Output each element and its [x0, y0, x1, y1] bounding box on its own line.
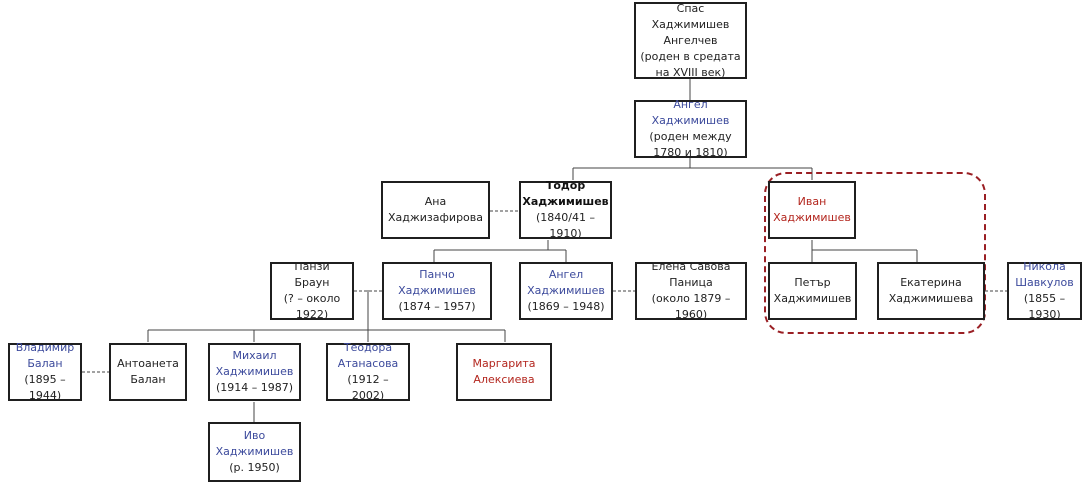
person-vladimir[interactable]: Владимир Балан (1895 – 1944) [8, 341, 82, 402]
person-name[interactable]: Панчо Хаджимишев [398, 268, 476, 297]
person-name[interactable]: Никола Шавкулов [1015, 260, 1074, 289]
person-dates: (р. 1950) [229, 461, 280, 474]
person-name[interactable]: Ангел Хаджимишев [651, 98, 730, 127]
person-dates: (1895 – 1944) [24, 373, 66, 402]
person-ivan[interactable]: Иван Хаджимишев [768, 181, 856, 239]
person-ekaterina[interactable]: Екатерина Хаджимишева [877, 262, 985, 320]
person-angel-2[interactable]: Ангел Хаджимишев (1869 – 1948) [519, 262, 613, 320]
person-dates: (1869 – 1948) [527, 300, 605, 313]
person-name[interactable]: Иван Хаджимишев [773, 195, 851, 224]
person-name: Елена Савова Паница [651, 260, 731, 289]
person-dates: (1874 – 1957) [398, 300, 476, 313]
person-ivo[interactable]: Иво Хаджимишев (р. 1950) [208, 422, 301, 482]
person-antoaneta[interactable]: Антоанета Балан [109, 343, 187, 401]
person-name[interactable]: Иво Хаджимишев [215, 429, 294, 458]
person-dates: (1855 – 1930) [1023, 292, 1066, 321]
person-ana[interactable]: Ана Хаджизафирова [381, 181, 490, 239]
person-teodora[interactable]: Теодора Атанасова (1912 – 2002) [326, 341, 410, 402]
person-name[interactable]: Теодора Атанасова [337, 341, 399, 370]
person-dates: (роден между 1780 и 1810) [649, 130, 732, 159]
person-pancho[interactable]: Панчо Хаджимишев (1874 – 1957) [382, 262, 492, 320]
person-angel-1[interactable]: Ангел Хаджимишев (роден между 1780 и 1810… [634, 98, 747, 159]
person-mihail[interactable]: Михаил Хаджимишев (1914 – 1987) [208, 343, 301, 401]
person-name: Тодор Хаджимишев [522, 179, 609, 208]
person-name: Ана Хаджизафирова [387, 195, 484, 224]
person-petar[interactable]: Петър Хаджимишев [768, 262, 857, 320]
person-dates: (1914 – 1987) [215, 381, 294, 394]
highlight-ivan-branch [764, 172, 986, 334]
person-dates: (1912 – 2002) [347, 373, 389, 402]
person-name: Антоанета Балан [117, 357, 179, 386]
person-name: Панзи Браун [294, 260, 330, 289]
person-dates: (? – около 1922) [283, 292, 341, 321]
person-name[interactable]: Владимир Балан [15, 341, 75, 370]
person-nikola[interactable]: Никола Шавкулов (1855 – 1930) [1007, 260, 1082, 321]
person-dates: (около 1879 – 1960) [651, 292, 731, 321]
person-name: Спас Хаджимишев Ангелчев [651, 1, 730, 47]
person-elena[interactable]: Елена Савова Паница (около 1879 – 1960) [635, 260, 747, 321]
person-name[interactable]: Маргарита Алексиева [472, 357, 536, 386]
person-name[interactable]: Михаил Хаджимишев [215, 349, 294, 378]
person-margarita[interactable]: Маргарита Алексиева [456, 343, 552, 401]
person-name[interactable]: Ангел Хаджимишев [527, 268, 605, 297]
person-dates: (1840/41 – 1910) [536, 211, 595, 240]
person-panzi[interactable]: Панзи Браун (? – около 1922) [270, 260, 354, 321]
person-spas[interactable]: Спас Хаджимишев Ангелчев(роден в средата… [634, 2, 747, 79]
person-todor[interactable]: Тодор Хаджимишев (1840/41 – 1910) [519, 179, 612, 240]
person-name: Екатерина Хаджимишева [888, 276, 974, 305]
person-dates: (роден в средата на XVIII век) [640, 49, 741, 79]
person-name: Петър Хаджимишев [773, 276, 852, 305]
